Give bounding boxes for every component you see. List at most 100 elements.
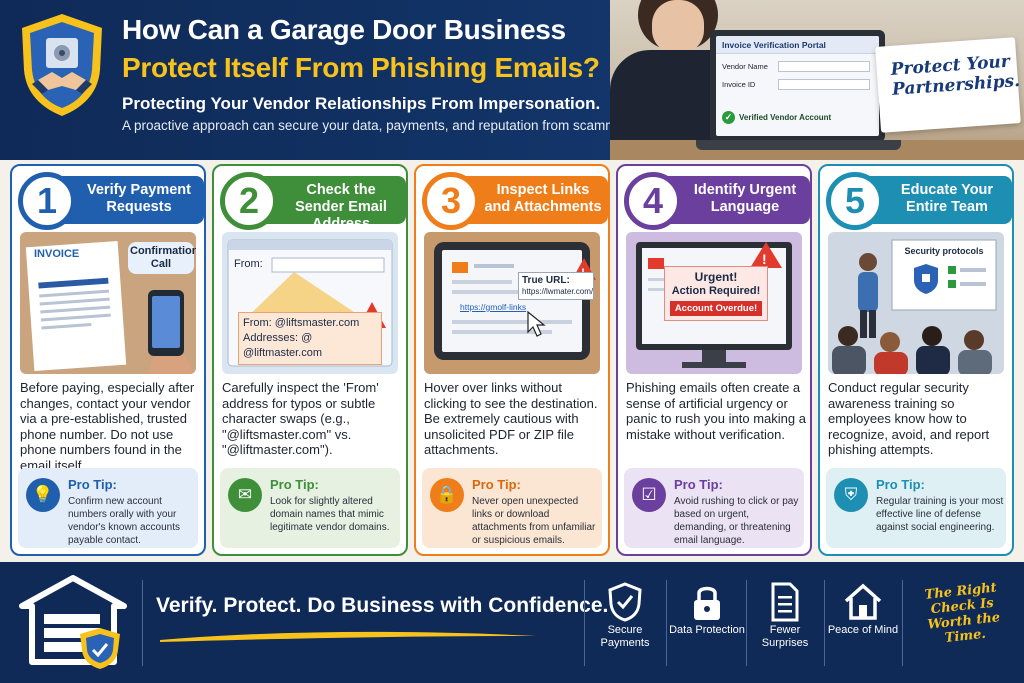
title-line-1: How Can a Garage Door Business	[122, 14, 566, 45]
svg-text:!: !	[762, 251, 767, 267]
footer-right-text: The Right Check Is Worth the Time.	[923, 580, 1001, 646]
laptop-base	[696, 140, 901, 150]
tip-title: Pro Tip:	[674, 477, 723, 492]
footer-item-label: Secure Payments	[600, 624, 650, 649]
footer-divider	[142, 580, 143, 666]
laptop: Invoice Verification Portal Vendor Name …	[710, 30, 885, 142]
footer-divider	[902, 580, 903, 666]
tips-cards: Verify Payment Requests 1 INVOICE Confir…	[10, 164, 1014, 558]
tip-title: Pro Tip:	[472, 477, 521, 492]
from-address: From: @liftsmaster.com	[243, 317, 360, 329]
card-title: Check the Sender Email Address	[254, 176, 406, 232]
footer-item-fewer-surprises: Fewer Surprises	[746, 580, 824, 650]
confirmation-bubble: Confirmation Call	[128, 242, 196, 274]
true-url-value: https://lwmater.com/	[522, 287, 594, 296]
card-body: Phishing emails often create a sense of …	[626, 380, 806, 442]
note-text: Protect Your Partnerships.	[890, 51, 1021, 100]
card-title: Inspect Links and Attachments	[456, 176, 608, 224]
card-body: Hover over links without clicking to see…	[424, 380, 598, 457]
card-body: Before paying, especially after changes,…	[20, 380, 195, 473]
pro-tip: ☑ Pro Tip: Avoid rushing to click or pay…	[624, 468, 804, 548]
footer-item-data-protection: Data Protection	[668, 580, 746, 637]
email-check-icon: ✉	[228, 478, 262, 512]
card-title: Educate Your Entire Team	[860, 176, 1012, 224]
card-number: 2	[220, 172, 278, 230]
card-educate-team: Educate Your Entire Team 5	[818, 164, 1014, 556]
card-check-sender: Check the Sender Email Address 2 ! From:…	[212, 164, 408, 556]
card-inspect-links: Inspect Links and Attachments 3 ! True U…	[414, 164, 610, 556]
shield-check-icon	[608, 582, 642, 622]
urgent-title: Urgent!	[694, 270, 738, 284]
title-line-2: Protect Itself From Phishing Emails?	[122, 52, 600, 83]
card-title: Identify Urgent Language	[658, 176, 810, 224]
invoice-label: INVOICE	[34, 248, 80, 260]
footer-divider	[746, 580, 747, 666]
note-card: Protect Your Partnerships.	[875, 37, 1021, 133]
footer-item-label: Peace of Mind	[827, 624, 899, 636]
pro-tip: ✉ Pro Tip: Look for slightly altered dom…	[220, 468, 400, 548]
portal-title: Invoice Verification Portal	[716, 36, 879, 54]
tip-text: Never open unexpected links or download …	[472, 496, 596, 546]
true-url-label: True URL:	[522, 275, 570, 286]
tip-title: Pro Tip:	[68, 477, 117, 492]
subtitle: Protecting Your Vendor Relationships Fro…	[122, 94, 601, 113]
lock-icon	[694, 586, 720, 620]
swoosh-underline	[160, 631, 536, 642]
tip-text: Regular training is your most effective …	[876, 496, 1004, 533]
invoice-id-input[interactable]	[778, 79, 870, 90]
invoice-id-label: Invoice ID	[722, 80, 756, 89]
card-urgent-language: Identify Urgent Language 4 ! Urgent! Act…	[616, 164, 812, 556]
footer-divider	[666, 580, 667, 666]
card-number: 4	[624, 172, 682, 230]
header: How Can a Garage Door Business Protect I…	[0, 0, 1024, 160]
tip-title: Pro Tip:	[270, 477, 319, 492]
scene-tablet-link: ! True URL: https://lwmater.com/ https:/…	[424, 232, 600, 374]
action-required: Action Required!	[671, 285, 761, 297]
laptop-screen: Invoice Verification Portal Vendor Name …	[716, 36, 879, 136]
tagline: A proactive approach can secure your dat…	[122, 118, 640, 133]
footer-item-label: Fewer Surprises	[761, 624, 809, 649]
footer-divider	[584, 580, 585, 666]
verified-status: ✓ Verified Vendor Account	[722, 108, 872, 126]
vendor-name-label: Vendor Name	[722, 62, 768, 71]
pro-tip: 🔒 Pro Tip: Never open unexpected links o…	[422, 468, 602, 548]
scene-training: Security protocols	[828, 232, 1004, 374]
footer-divider	[824, 580, 825, 666]
url-tooltip: True URL: https://lwmater.com/	[518, 272, 594, 300]
pro-tip: 💡 Pro Tip: Confirm new account numbers o…	[18, 468, 198, 548]
tip-text: Avoid rushing to click or pay based on u…	[674, 496, 799, 546]
training-illustration	[832, 239, 997, 374]
footer-item-label: Data Protection	[669, 624, 745, 636]
card-number: 3	[422, 172, 480, 230]
home-icon	[844, 583, 882, 620]
document-icon	[771, 582, 799, 622]
from-label: From:	[234, 258, 263, 270]
header-photo: Invoice Verification Portal Vendor Name …	[610, 0, 1024, 160]
card-verify-payment: Verify Payment Requests 1 INVOICE Confir…	[10, 164, 206, 556]
shield-icon: ⛨	[834, 478, 868, 512]
pro-tip: ⛨ Pro Tip: Regular training is your most…	[826, 468, 1006, 548]
urgent-alert: Urgent! Action Required! Account Overdue…	[664, 266, 768, 321]
board-title: Security protocols	[904, 246, 984, 256]
reply-address: Addresses: @ @liftmaster.com	[243, 332, 323, 359]
garage-shield-icon	[19, 575, 127, 669]
account-overdue-badge: Account Overdue!	[670, 301, 762, 316]
check-icon: ✓	[722, 110, 735, 124]
card-body: Conduct regular security awareness train…	[828, 380, 990, 457]
footer-item-peace-of-mind: Peace of Mind	[824, 580, 902, 637]
card-number: 5	[826, 172, 884, 230]
shield-lock-icon: 🔒	[430, 478, 464, 512]
card-body: Carefully inspect the 'From' address for…	[222, 380, 379, 457]
vendor-name-input[interactable]	[778, 61, 870, 72]
tip-text: Confirm new account numbers orally with …	[68, 496, 180, 546]
scene-invoice-call: INVOICE Confirmation Call	[20, 232, 196, 374]
invoice-phone-illustration	[25, 240, 192, 374]
suspicious-link[interactable]: https://gmolf-links	[460, 302, 527, 312]
shield-handshake-icon	[22, 14, 102, 116]
scene-urgent-email: ! Urgent! Action Required! Account Overd…	[626, 232, 802, 374]
card-title: Verify Payment Requests	[52, 176, 204, 224]
checklist-icon: ☑	[632, 478, 666, 512]
lightbulb-icon: 💡	[26, 478, 60, 512]
tip-text: Look for slightly altered domain names t…	[270, 496, 390, 533]
sender-address-box: From: @liftsmaster.com Addresses: @ @lif…	[238, 312, 382, 365]
